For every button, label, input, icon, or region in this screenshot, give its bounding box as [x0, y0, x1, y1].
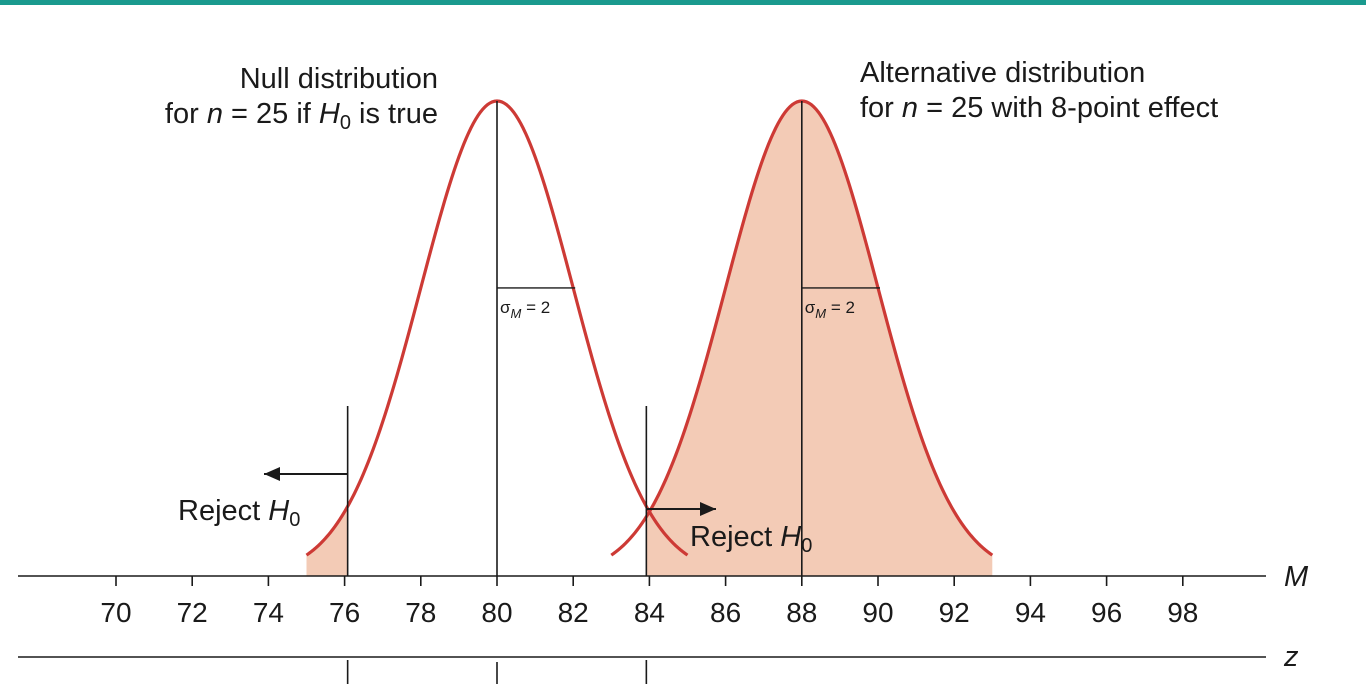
m-tick-label-70: 70 [100, 597, 131, 628]
alternative-power-region-fill [646, 101, 993, 576]
reject-h: H [268, 495, 289, 527]
null-label-mid: = 25 if [223, 98, 319, 130]
reject-label-left: Reject H0 [178, 495, 300, 531]
sigma-value: = 2 [826, 298, 855, 317]
reject-right-arrow-head [700, 502, 716, 516]
m-tick-label-96: 96 [1091, 597, 1122, 628]
m-tick-label-84: 84 [634, 597, 665, 628]
m-tick-label-88: 88 [786, 597, 817, 628]
alternative-sigma-label: σM = 2 [805, 298, 855, 321]
sigma-symbol: σ [500, 298, 511, 317]
sigma-value: = 2 [521, 298, 550, 317]
reject-h: H [780, 521, 801, 553]
reject-h-sub: 0 [289, 509, 300, 531]
top-border [0, 0, 1366, 5]
m-tick-label-86: 86 [710, 597, 741, 628]
m-tick-label-72: 72 [177, 597, 208, 628]
null-label-n: n [207, 98, 223, 130]
reject-h-sub: 0 [801, 535, 812, 557]
m-tick-label-90: 90 [862, 597, 893, 628]
null-label-line1: Null distribution [240, 63, 438, 95]
reject-text: Reject [690, 521, 780, 553]
sigma-subscript: M [815, 306, 826, 321]
sigma-symbol: σ [805, 298, 816, 317]
m-tick-label-76: 76 [329, 597, 360, 628]
m-tick-label-98: 98 [1167, 597, 1198, 628]
sigma-subscript: M [511, 306, 522, 321]
reject-text: Reject [178, 495, 268, 527]
reject-label-right: Reject H0 [690, 521, 812, 557]
null-sigma-label: σM = 2 [500, 298, 550, 321]
null-label-h: H [319, 98, 340, 130]
alt-label-line1: Alternative distribution [860, 57, 1145, 89]
m-tick-label-92: 92 [939, 597, 970, 628]
alt-label-mid: = 25 with 8-point effect [918, 92, 1218, 124]
alt-label-line2: for n = 25 with 8-point effect [860, 92, 1218, 124]
null-label-prefix: for [165, 98, 207, 130]
m-tick-label-80: 80 [481, 597, 512, 628]
m-tick-label-78: 78 [405, 597, 436, 628]
reject-left-arrow-head [264, 467, 280, 481]
m-tick-label-74: 74 [253, 597, 284, 628]
null-label-line2: for n = 25 if H0 is true [165, 98, 438, 134]
alt-label-n: n [902, 92, 918, 124]
m-tick-label-94: 94 [1015, 597, 1046, 628]
alt-label-prefix: for [860, 92, 902, 124]
null-label-h-sub: 0 [340, 112, 351, 134]
null-label-suffix: is true [351, 98, 438, 130]
z-axis-label: z [1283, 641, 1299, 673]
m-axis-label: M [1284, 561, 1309, 593]
m-tick-label-82: 82 [558, 597, 589, 628]
